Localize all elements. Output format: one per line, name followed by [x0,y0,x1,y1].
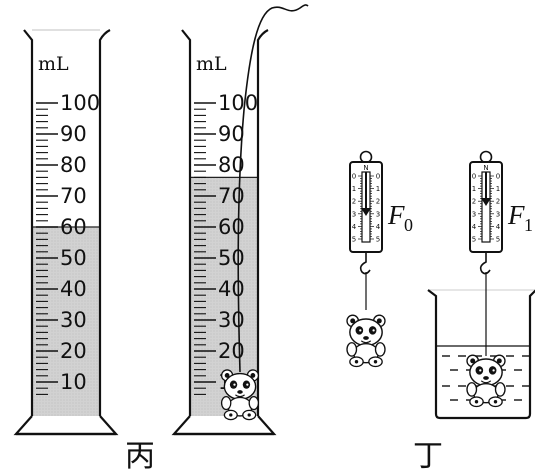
scale-number-left: 4 [472,223,477,231]
scale-label: 80 [60,153,87,177]
cylinder-base-right [171,415,277,436]
scale-number-left: 5 [472,236,476,244]
scale-numbers-f0: 0 0 1 1 2 2 3 3 4 4 5 5 [352,173,381,244]
scale-number-left: 5 [352,236,356,244]
force-subscript-f1: 1 [524,215,533,235]
scale-label: 70 [60,184,87,208]
force-symbol-f0: F [387,200,405,230]
scale-number-right: 2 [376,198,380,206]
scale-number-left: 0 [352,173,356,181]
thread-icon [237,4,309,373]
scale-number-right: 0 [496,173,500,181]
spring-scale-f0: N 0 0 1 1 2 2 3 3 4 4 5 5 F 0 [346,150,413,368]
scale-label: 30 [218,308,245,332]
scale-label: 40 [218,277,245,301]
scale-number-left: 0 [472,173,476,181]
scale-number-right: 3 [496,210,500,218]
scale-label: 60 [218,215,245,239]
unit-label-right: mL [196,53,227,75]
scale-number-right: 2 [496,198,500,206]
scale-number-right: 5 [496,236,500,244]
scale-labels-left: 100 90 80 70 60 50 40 30 20 10 [60,91,100,394]
scale-label: 10 [60,370,87,394]
scale-number-right: 5 [376,236,380,244]
panda-toy-icon [466,354,506,408]
scale-number-right: 1 [496,185,500,193]
scale-number-left: 2 [352,198,356,206]
scale-number-right: 3 [376,210,380,218]
scale-label: 50 [60,246,87,270]
force-subscript-f0: 0 [404,215,413,235]
scale-label: 20 [218,339,245,363]
scale-ticks-f0 [358,175,374,240]
scale-label: 90 [218,122,245,146]
scale-number-left: 3 [352,210,356,218]
cylinder-base-left [13,415,119,436]
scale-number-left: 3 [472,210,476,218]
scale-number-left: 1 [472,185,476,193]
scale-ticks-f1 [478,175,494,240]
scale-numbers-f1: 0 0 1 1 2 2 3 3 4 4 5 5 [472,173,501,244]
cylinder-outline-left [23,29,111,416]
newton-letter-f0: N [363,164,368,172]
scale-number-right: 0 [376,173,380,181]
scale-label: 90 [60,122,87,146]
scale-label: 100 [218,91,258,115]
cylinder-outline-right [181,29,269,416]
force-symbol-f1: F [507,200,525,230]
scale-label: 40 [60,277,87,301]
unit-label-left: mL [38,53,69,75]
scale-label: 60 [60,215,87,239]
scale-number-right: 4 [496,223,501,231]
scale-label: 50 [218,246,245,270]
graduated-cylinder-left: 100 90 80 70 60 50 40 30 20 10 mL [13,29,119,436]
scale-number-left: 1 [352,185,356,193]
panda-toy-icon [220,369,260,421]
spring-scale-f1: N 0 0 1 1 2 2 3 3 4 4 5 5 F 1 [427,150,535,420]
scale-number-left: 4 [352,223,357,231]
scale-number-left: 2 [472,198,476,206]
scale-label: 20 [60,339,87,363]
scale-label: 100 [60,91,100,115]
scale-ticks-left [36,102,58,395]
panda-toy-icon [346,314,386,368]
scale-number-right: 1 [376,185,380,193]
scale-ticks-right [194,102,216,395]
scale-label: 30 [60,308,87,332]
scale-label: 70 [218,184,245,208]
newton-letter-f1: N [483,164,488,172]
scale-number-right: 4 [376,223,381,231]
caption-left: 丙 [125,439,155,472]
caption-right: 丁 [413,439,443,472]
